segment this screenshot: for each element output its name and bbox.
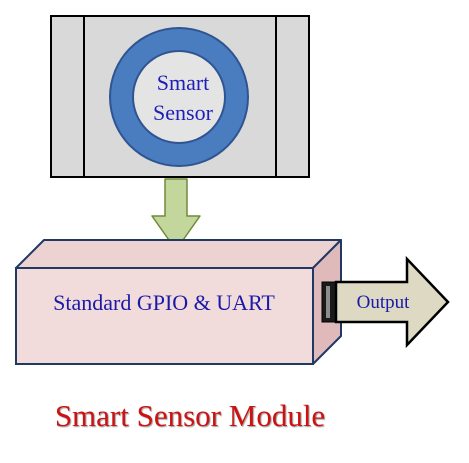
- sensor-label-line2: Sensor: [153, 100, 214, 125]
- output-label: Output: [357, 292, 411, 313]
- output-connector-highlight: [326, 286, 330, 318]
- down-arrow: [151, 178, 201, 251]
- module-label: Standard GPIO & UART: [53, 290, 275, 315]
- module-box-front: [15, 267, 314, 365]
- module-box: Standard GPIO & UART: [15, 239, 342, 365]
- module-box-top: [15, 239, 342, 269]
- sensor-block: Smart Sensor: [50, 15, 310, 178]
- output-arrow: [334, 255, 450, 349]
- sensor-core: [134, 52, 224, 142]
- sensor-label-line1: Smart: [157, 70, 210, 95]
- diagram-caption: Smart Sensor Module: [54, 398, 326, 433]
